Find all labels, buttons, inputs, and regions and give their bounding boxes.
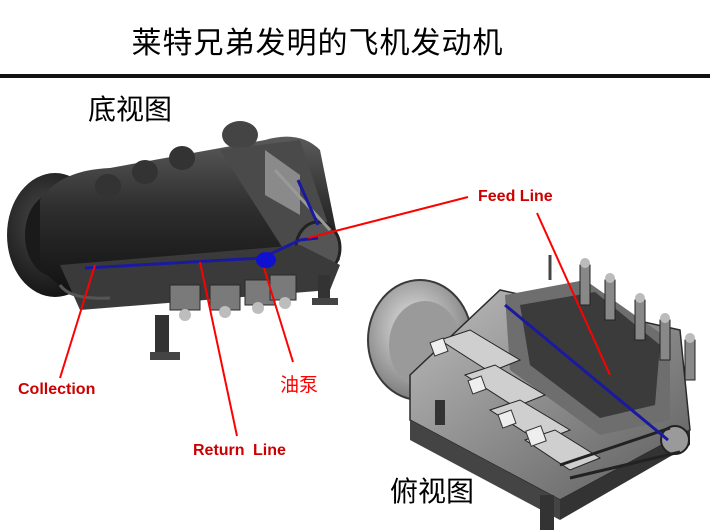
top-view-engine: [367, 255, 696, 530]
collection-label: Collection: [18, 381, 96, 398]
feed-line-label: Feed Line: [478, 188, 553, 205]
top-view-label: 俯视图: [390, 475, 475, 508]
top-oil-line: [504, 303, 669, 442]
oil-pump-marker: [256, 252, 276, 268]
oil-pump-label: 油泵: [280, 374, 319, 396]
title-divider: [0, 74, 710, 78]
page-title: 莱特兄弟发明的飞机发动机: [131, 26, 504, 61]
bottom-view-label: 底视图: [88, 93, 173, 126]
return-line-label: Return Line: [193, 442, 286, 459]
callout-lines: [59, 196, 611, 437]
bottom-view-engine: [7, 121, 342, 360]
